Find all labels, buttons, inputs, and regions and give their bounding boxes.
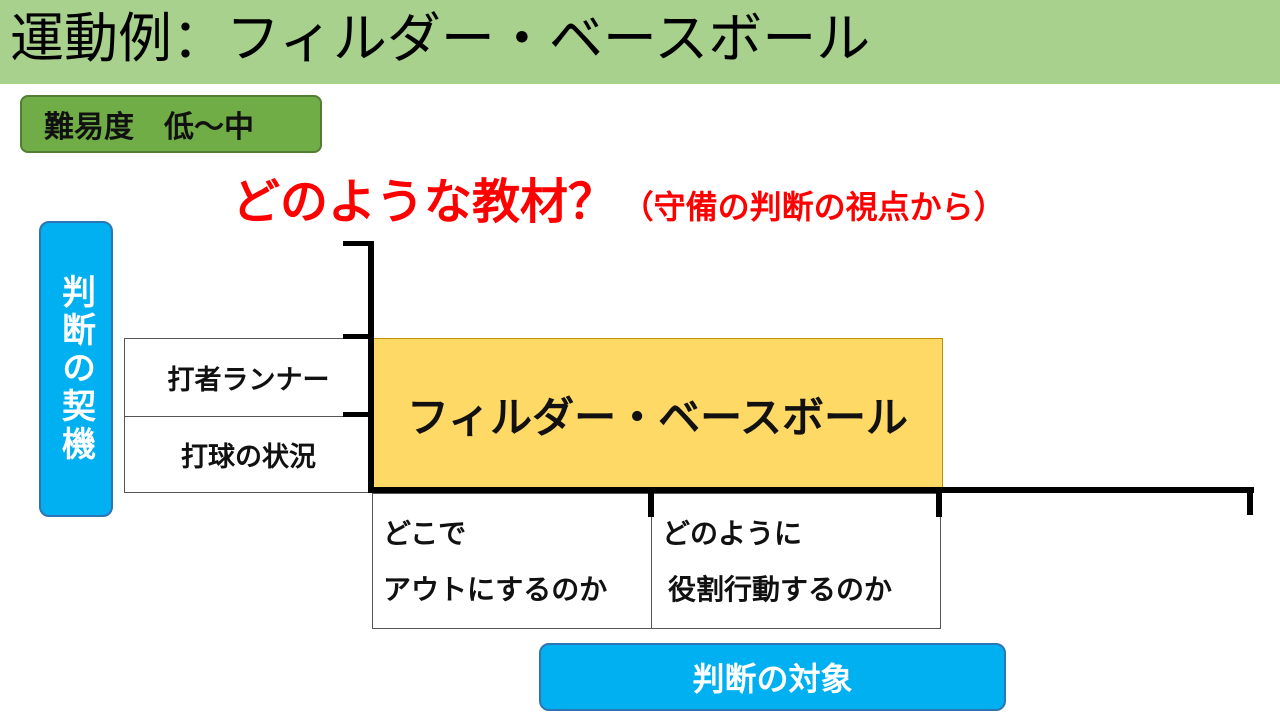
factor-batter-runner: 打者ランナー	[167, 365, 330, 396]
bracket-vertical-line	[368, 241, 374, 493]
judgement-trigger-text: 判断の契機	[55, 274, 96, 464]
bracket-mid-tick-2	[343, 412, 373, 417]
question-sub: （守備の判断の視点から）	[621, 188, 1006, 226]
bracket-h-tick-2	[936, 487, 942, 517]
object-where-line1: どこで	[383, 517, 467, 550]
object-divider	[651, 494, 652, 628]
bracket-h-tick-end	[1247, 487, 1253, 515]
bracket-h-tick-1	[648, 487, 654, 517]
judgement-objects-table: どこで アウトにするのか どのように 役割行動するのか	[372, 493, 941, 629]
bracket-top-tick	[343, 241, 373, 246]
object-where-line2: アウトにするのか	[383, 573, 608, 606]
slide-title: 運動例：フィルダー・ベースボール	[10, 7, 871, 70]
object-how: どのように 役割行動するのか	[652, 494, 940, 628]
bracket-horizontal-line	[368, 487, 1254, 493]
bracket-mid-tick-1	[343, 334, 373, 339]
object-how-line1: どのように	[662, 517, 803, 550]
trigger-factors-table: 打者ランナー 打球の状況	[124, 338, 373, 493]
question-heading: どのような教材？ （守備の判断の視点から）	[232, 170, 1006, 239]
judgement-trigger-label: 判断の契機	[39, 221, 113, 517]
object-how-line2: 役割行動するのか	[668, 573, 893, 606]
object-where: どこで アウトにするのか	[373, 494, 651, 628]
factor-batted-ball: 打球の状況	[181, 442, 316, 473]
judgement-target-label: 判断の対象	[539, 643, 1006, 711]
title-bar: 運動例：フィルダー・ベースボール	[0, 0, 1280, 84]
factor-divider	[125, 416, 372, 417]
difficulty-badge: 難易度 低～中	[20, 95, 322, 153]
question-main: どのような教材？	[232, 174, 617, 230]
main-topic-box: フィルダー・ベースボール	[372, 338, 943, 490]
